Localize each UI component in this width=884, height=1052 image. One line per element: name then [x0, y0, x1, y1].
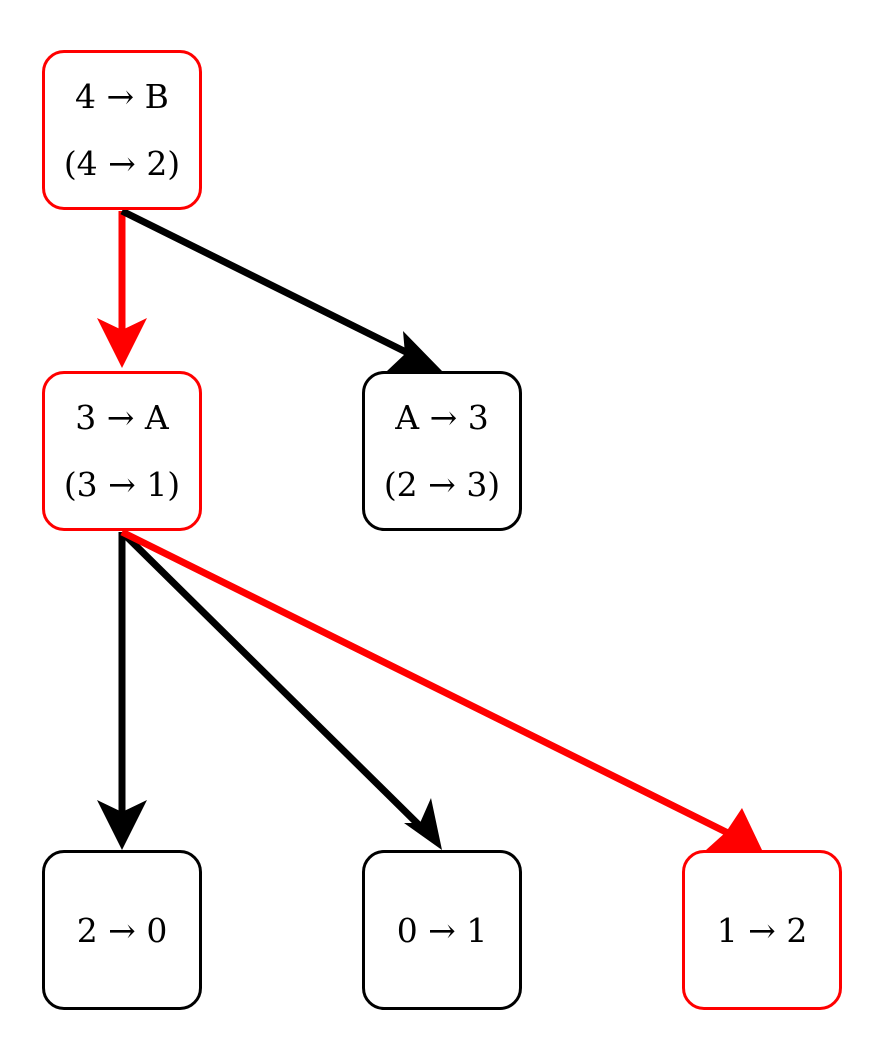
node-A-to-3: A → 3 (2 → 3) [362, 371, 522, 531]
node-label: 1 → 2 [716, 910, 808, 950]
node-label: 2 → 0 [76, 910, 168, 950]
edge-4B-to-3A [97, 211, 147, 368]
node-2-to-0: 2 → 0 [42, 850, 202, 1010]
edge-3A-to-20 [97, 532, 147, 850]
node-label: 4 → B [75, 77, 169, 116]
node-sublabel: (3 → 1) [63, 465, 181, 504]
edge-3A-to-12 [120, 528, 762, 850]
node-3-to-A: 3 → A (3 → 1) [42, 371, 202, 531]
node-1-to-2: 1 → 2 [682, 850, 842, 1010]
node-sublabel: (4 → 2) [63, 144, 181, 183]
node-label: A → 3 [395, 398, 489, 437]
edge-4B-to-A3 [120, 207, 442, 371]
node-label: 0 → 1 [396, 910, 488, 950]
node-label: 3 → A [75, 398, 169, 437]
node-0-to-1: 0 → 1 [362, 850, 522, 1010]
edge-3A-to-01 [119, 529, 442, 850]
node-sublabel: (2 → 3) [383, 465, 501, 504]
node-4-to-B: 4 → B (4 → 2) [42, 50, 202, 210]
